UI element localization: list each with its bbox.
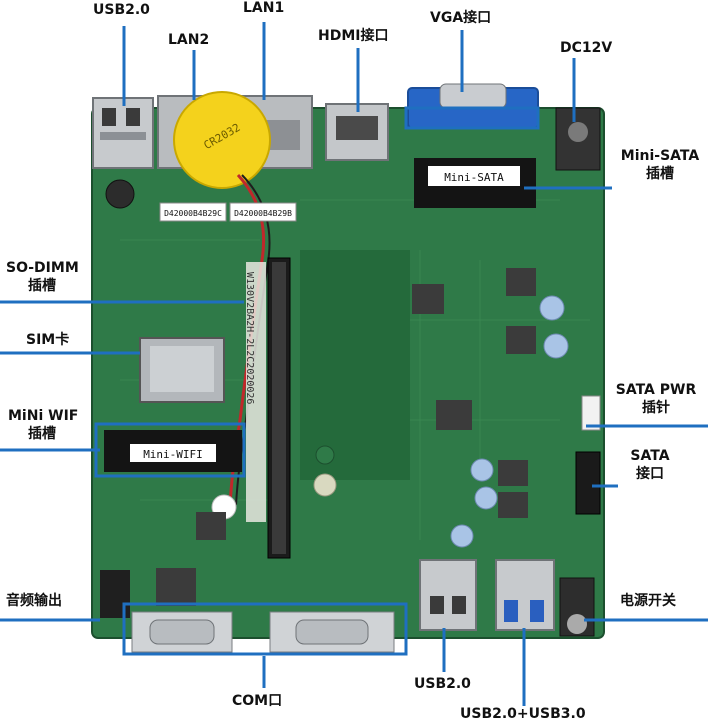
chip-right <box>229 202 297 222</box>
buzzer <box>105 179 135 209</box>
label-sata-pwr-1: SATA PWR <box>615 382 697 398</box>
cpu-area <box>300 250 410 480</box>
ram-label-text: W130V2BA2H-2L2C2020026 <box>244 272 255 405</box>
label-sim: SIM卡 <box>26 332 70 348</box>
chip-left <box>159 202 227 222</box>
label-usb20-top: USB2.0 <box>93 2 150 18</box>
label-power-switch: 电源开关 <box>620 593 676 609</box>
label-miniwifi-1: MiNi WIF <box>8 408 79 424</box>
label-lan2: LAN2 <box>168 32 210 48</box>
label-hdmi: HDMI接口 <box>318 28 389 44</box>
label-mini-sata-1: Mini-SATA <box>620 148 700 164</box>
sata-pwr-header <box>581 395 601 431</box>
label-sata-1: SATA <box>630 448 670 464</box>
label-usb-combo: USB2.0+USB3.0 <box>460 706 586 722</box>
label-com: COM口 <box>232 693 283 709</box>
label-sata-2: 接口 <box>636 466 664 482</box>
callout-lines <box>0 22 708 706</box>
chip-right-text: D42000B4B29B <box>234 209 292 218</box>
mini-wifi-slot-text: Mini-WIFI <box>143 448 203 461</box>
label-usb20-bottom: USB2.0 <box>414 676 471 692</box>
label-sodimm-2: 插槽 <box>28 278 56 294</box>
label-sodimm-1: SO-DIMM <box>6 260 79 276</box>
cmos-battery <box>173 91 271 189</box>
label-vga: VGA接口 <box>430 10 492 26</box>
label-lan1: LAN1 <box>243 0 285 16</box>
label-dc12v: DC12V <box>560 40 613 56</box>
capacitors <box>450 295 569 548</box>
sata-connector <box>575 451 601 515</box>
label-miniwifi-2: 插槽 <box>28 426 56 442</box>
usb-bottom-port <box>419 559 477 631</box>
label-sata-pwr-2: 插针 <box>642 400 670 416</box>
mini-sata-slot-text: Mini-SATA <box>444 171 504 184</box>
label-audio: 音频输出 <box>6 593 62 609</box>
callout-boxes <box>94 106 540 656</box>
chip-left-text: D42000B4B29C <box>164 209 222 218</box>
mount-hole-2 <box>315 445 335 465</box>
mount-hole <box>313 473 337 497</box>
label-mini-sata-2: 插槽 <box>646 166 674 182</box>
power-components <box>156 268 536 606</box>
